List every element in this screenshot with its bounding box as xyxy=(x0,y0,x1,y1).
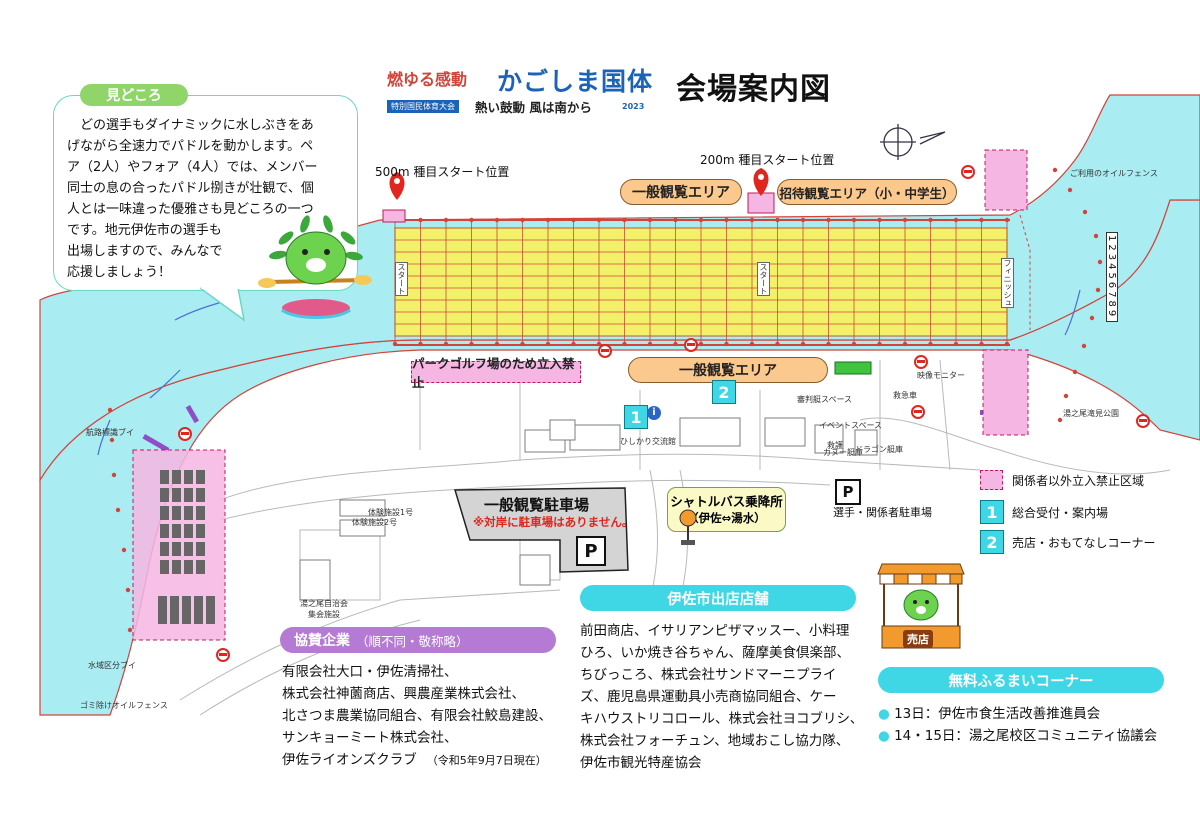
list-item: ● 14・15日：湯之尾校区コミュニティ協議会 xyxy=(878,728,1158,744)
shuttle-sub: （伊佐⇔湯水） xyxy=(687,511,766,525)
no-entry-icon xyxy=(178,427,192,441)
general-parking-icon: P xyxy=(576,536,606,566)
free-corner-list: ● 13日：伊佐市食生活改善推進員会 ● 14・15日：湯之尾校区コミュニティ協… xyxy=(878,703,1178,747)
buildings xyxy=(299,417,878,601)
shop-sign: 売店 xyxy=(903,630,933,648)
logo: 燃ゆる感動 かごしま国体 特別国民体育大会 熱い鼓動 風は南から 2023 xyxy=(387,62,657,122)
no-entry-icon xyxy=(1136,414,1150,428)
medical-label: 救護 xyxy=(827,441,843,450)
fence-line xyxy=(1019,214,1031,330)
logo-main: かごしま国体 xyxy=(497,67,654,96)
legend-reception-label: 総合受付・案内場 xyxy=(1012,506,1109,520)
yunoo-park-label: 湯之尾滝見公園 xyxy=(1063,409,1119,418)
invited-viewing-area: 招待観覧エリア（小・中学生） xyxy=(777,179,957,205)
monitor-label: 映像モニター xyxy=(917,371,965,380)
no-entry-icon xyxy=(598,344,612,358)
water-mark-label: 水域区分ブイ xyxy=(88,661,136,670)
shops-list: 前田商店、イサリアンピザマッスー、小料理 ひろ、いか焼き谷ちゃん、薩摩美食倶楽部… xyxy=(580,623,864,771)
buoy-left-label: 航路標識ブイ xyxy=(86,428,134,437)
community-hall-label: 湯之尾自治会 集会施設 xyxy=(300,599,348,619)
dragon-label: ドラゴン艇庫 xyxy=(855,445,903,454)
inn-label: ひしかり交流館 xyxy=(620,437,676,446)
fence-right-label: ご利用のオイルフェンス xyxy=(1070,169,1158,178)
legend: 関係者以外立入禁止区域 1 総合受付・案内場 2 売店・おもてなしコーナー xyxy=(980,470,1180,560)
sponsors-title: 協賛企業 xyxy=(294,633,350,649)
highlight-label: 見どころ xyxy=(80,84,188,106)
athletes-parking-label: 選手・関係者駐車場 xyxy=(833,506,932,519)
event-space-label: イベントスペース xyxy=(819,421,883,430)
canoe-label: カヌー艇庫 xyxy=(823,448,863,457)
logo-year: 2023 xyxy=(622,102,645,111)
gym2-label: 体験施設2号 xyxy=(352,518,398,527)
sponsors-header: 協賛企業 （順不同・敬称略） xyxy=(280,627,556,653)
reception-badge: 1 xyxy=(624,405,648,429)
logo-badge: 特別国民体育大会 xyxy=(387,100,459,113)
logo-prefix: 燃ゆる感動 xyxy=(387,70,468,89)
no-entry-icon xyxy=(684,338,698,352)
no-entry-icon xyxy=(216,648,230,662)
general-viewing-area-top: 一般観覧エリア xyxy=(620,179,742,205)
athletes-parking-icon: P xyxy=(835,479,861,505)
finish-line-label: フィニッシュ xyxy=(1001,258,1014,308)
buoys xyxy=(107,167,1103,633)
course-grid xyxy=(392,217,1010,347)
general-viewing-area-bottom: 一般観覧エリア xyxy=(628,357,828,383)
shuttle-title: シャトルバス乗降所 xyxy=(670,494,783,509)
start-500-label: 500m 種目スタート位置 xyxy=(375,165,510,179)
fence-bottom-label: ゴミ除けオイルフェンス xyxy=(80,701,168,710)
bus-stop-icon xyxy=(679,509,697,545)
start-box-500 xyxy=(382,209,406,223)
compass-icon xyxy=(880,124,946,160)
legend-shop-badge: 2 xyxy=(980,530,1004,554)
legend-shop-label: 売店・おもてなしコーナー xyxy=(1012,536,1156,550)
bubble-tail xyxy=(200,284,246,322)
shop-stall-illustration xyxy=(877,563,965,649)
free-corner-header: 無料ふるまいコーナー xyxy=(878,667,1164,693)
no-entry-icon xyxy=(961,165,975,179)
legend-restricted-swatch xyxy=(980,470,1003,490)
pin-icon xyxy=(389,172,405,200)
pin-icon xyxy=(753,168,769,196)
ambulance-label: 救急車 xyxy=(893,391,917,400)
start-200-label: 200m 種目スタート位置 xyxy=(700,153,835,167)
no-entry-icon xyxy=(911,405,925,419)
restricted-area-right xyxy=(982,349,1029,436)
page-title: 会場案内図 xyxy=(676,72,831,107)
legend-restricted-label: 関係者以外立入禁止区域 xyxy=(1012,474,1145,488)
no-entry-icon xyxy=(914,355,928,369)
parking-stalls xyxy=(158,470,215,624)
legend-reception-badge: 1 xyxy=(980,500,1004,524)
start-line-mid-label: スタート xyxy=(757,262,770,296)
lane-numbers: 123456789 xyxy=(1106,232,1118,323)
judge-ship-label: 審判艇スペース xyxy=(797,395,853,404)
sponsors-title-note: （順不同・敬称略） xyxy=(356,633,469,649)
gym1-label: 体験施設1号 xyxy=(368,508,414,517)
list-item: ● 13日：伊佐市食生活改善推進員会 xyxy=(878,706,1101,722)
sponsors-list: 有限会社大口・伊佐清掃社、 株式会社神薗商店、興農産業株式会社、 北さつま農業協… xyxy=(282,664,552,768)
park-golf-no-entry: パークゴルフ場のため立入禁止 xyxy=(411,356,581,390)
general-parking-title: 一般観覧駐車場 xyxy=(484,496,590,514)
start-line-left-label: スタート xyxy=(395,262,408,296)
highlight-text: どの選手もダイナミックに水しぶきをあ げながら全速力でパドルを動かします。ペ ア… xyxy=(67,118,318,280)
restricted-area-top xyxy=(984,149,1028,211)
shops-header: 伊佐市出店店舗 xyxy=(580,585,856,611)
info-icon: i xyxy=(647,406,661,420)
mascot-paddler xyxy=(258,215,372,319)
general-parking-note: ※対岸に駐車場はありません。 xyxy=(473,515,634,529)
logo-slogan: 熱い鼓動 風は南から xyxy=(475,100,592,115)
green-markers xyxy=(834,361,872,375)
shop-badge: 2 xyxy=(712,380,736,404)
